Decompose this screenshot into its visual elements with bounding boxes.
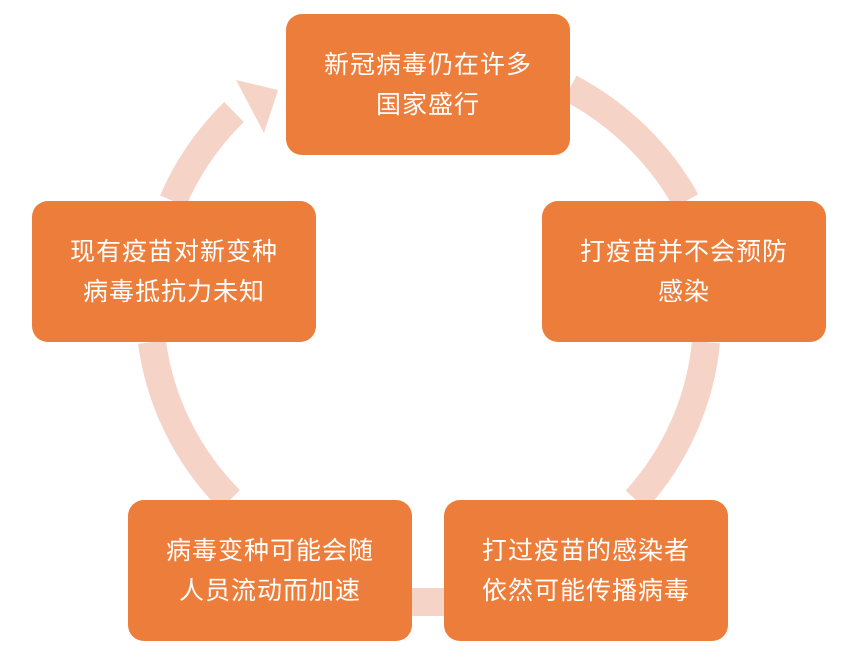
cycle-node-text-line: 现有疫苗对新变种 (69, 236, 278, 266)
cycle-node-text-line: 人员流动而加速 (178, 575, 361, 605)
cycle-node-2: 打过疫苗的感染者 依然可能传播病毒 (444, 500, 728, 641)
cycle-node-text-line: 新冠病毒仍在许多 (323, 49, 532, 79)
cycle-arrow-segment (625, 340, 720, 510)
cycle-arrow-segment (160, 102, 244, 207)
cycle-arrow-head (236, 80, 278, 133)
cycle-node-text-line: 打疫苗并不会预防 (579, 236, 788, 266)
cycle-node-text-line: 病毒抵抗力未知 (82, 276, 265, 306)
cycle-node-text-line: 感染 (657, 276, 710, 306)
cycle-node-1: 打疫苗并不会预防 感染 (542, 201, 826, 342)
cycle-arrow-segment (138, 340, 241, 510)
cycle-node-text-line: 病毒变种可能会随 (165, 535, 374, 565)
cycle-node-0: 新冠病毒仍在许多 国家盛行 (286, 14, 570, 155)
cycle-node-text-line: 依然可能传播病毒 (481, 575, 690, 605)
cycle-node-text-line: 国家盛行 (375, 89, 480, 119)
cycle-node-4: 现有疫苗对新变种 病毒抵抗力未知 (32, 201, 316, 342)
cycle-arrow-segment (563, 75, 699, 208)
cycle-node-3: 病毒变种可能会随 人员流动而加速 (128, 500, 412, 641)
cycle-node-text-line: 打过疫苗的感染者 (481, 535, 690, 565)
